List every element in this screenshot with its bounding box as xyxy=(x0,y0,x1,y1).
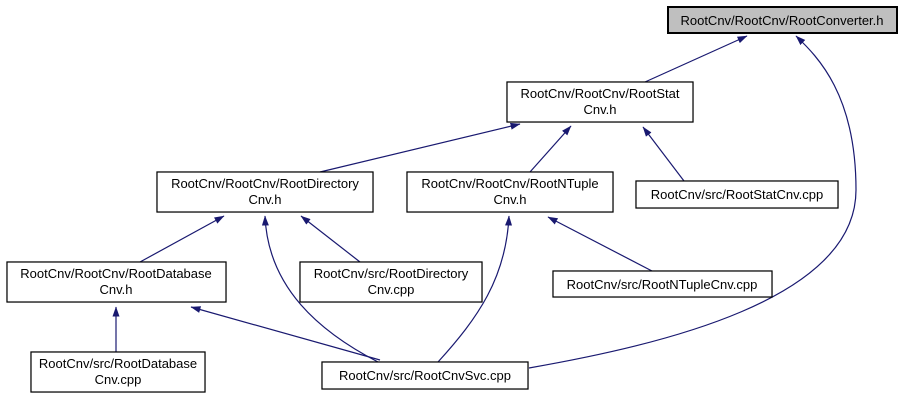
edge-layer xyxy=(112,35,857,369)
node-rootcnvsvc-cpp[interactable]: RootCnv/src/RootCnvSvc.cpp xyxy=(321,361,529,390)
node-label-line2: Cnv.h xyxy=(494,192,527,207)
edge-rootcnvsvc-cpp-to-rootconverter-h xyxy=(528,35,857,369)
node-box xyxy=(406,171,614,213)
node-rootstatcnv-h[interactable]: RootCnv/RootCnv/RootStat Cnv.h xyxy=(506,81,694,123)
node-label-line2: Cnv.h xyxy=(100,282,133,297)
node-box xyxy=(299,261,483,303)
edge-rootntuplecnv-h-to-rootstatcnv-h xyxy=(529,125,572,173)
edge-rootntuplecnv-cpp-to-rootntuplecnv-h xyxy=(547,216,653,272)
node-label-line2: Cnv.cpp xyxy=(95,372,142,387)
node-rootconverter-h[interactable]: RootCnv/RootCnv/RootConverter.h xyxy=(667,6,898,34)
node-rootdatabasecnv-h[interactable]: RootCnv/RootCnv/RootDatabase Cnv.h xyxy=(6,261,227,303)
node-box xyxy=(6,261,227,303)
node-label-line1: RootCnv/RootCnv/RootNTuple xyxy=(421,176,598,191)
node-label-line2: Cnv.h xyxy=(584,102,617,117)
node-box xyxy=(506,81,694,123)
edge-rootcnvsvc-cpp-to-rootdatabasecnv-h xyxy=(190,306,381,361)
edge-rootdirectorycnv-cpp-to-rootdirectorycnv-h xyxy=(300,215,361,263)
node-box xyxy=(30,351,206,393)
edge-rootstatcnv-cpp-to-rootstatcnv-h xyxy=(642,126,685,182)
node-rootstatcnv-cpp[interactable]: RootCnv/src/RootStatCnv.cpp xyxy=(635,180,839,209)
node-label-line2: Cnv.h xyxy=(249,192,282,207)
node-label-line2: Cnv.cpp xyxy=(368,282,415,297)
node-label-line1: RootCnv/RootCnv/RootDatabase xyxy=(20,266,212,281)
edge-rootcnvsvc-cpp-to-rootdirectorycnv-h xyxy=(261,215,379,363)
node-label: RootCnv/src/RootStatCnv.cpp xyxy=(651,187,823,202)
node-box xyxy=(635,180,839,209)
node-rootdirectorycnv-cpp[interactable]: RootCnv/src/RootDirectory Cnv.cpp xyxy=(299,261,483,303)
node-rootntuplecnv-h[interactable]: RootCnv/RootCnv/RootNTuple Cnv.h xyxy=(406,171,614,213)
node-box xyxy=(552,270,773,298)
edge-rootcnvsvc-cpp-to-rootntuplecnv-h xyxy=(437,215,513,363)
node-label: RootCnv/src/RootNTupleCnv.cpp xyxy=(567,277,758,292)
node-rootntuplecnv-cpp[interactable]: RootCnv/src/RootNTupleCnv.cpp xyxy=(552,270,773,298)
edge-rootstatcnv-h-to-rootconverter-h xyxy=(644,35,748,83)
node-rootdirectorycnv-h[interactable]: RootCnv/RootCnv/RootDirectory Cnv.h xyxy=(156,171,374,213)
node-label: RootCnv/RootCnv/RootConverter.h xyxy=(680,13,883,28)
node-rootdatabasecnv-cpp[interactable]: RootCnv/src/RootDatabase Cnv.cpp xyxy=(30,351,206,393)
node-box xyxy=(321,361,529,390)
node-box xyxy=(156,171,374,213)
node-label-line1: RootCnv/src/RootDatabase xyxy=(39,356,197,371)
edge-rootdirectorycnv-h-to-rootstatcnv-h xyxy=(319,122,521,173)
node-label-line1: RootCnv/RootCnv/RootDirectory xyxy=(171,176,359,191)
node-box xyxy=(667,6,898,34)
edge-rootdatabasecnv-h-to-rootdirectorycnv-h xyxy=(139,215,225,263)
node-label-line1: RootCnv/src/RootDirectory xyxy=(314,266,469,281)
node-label-line1: RootCnv/RootCnv/RootStat xyxy=(521,86,680,101)
node-label: RootCnv/src/RootCnvSvc.cpp xyxy=(339,368,511,383)
